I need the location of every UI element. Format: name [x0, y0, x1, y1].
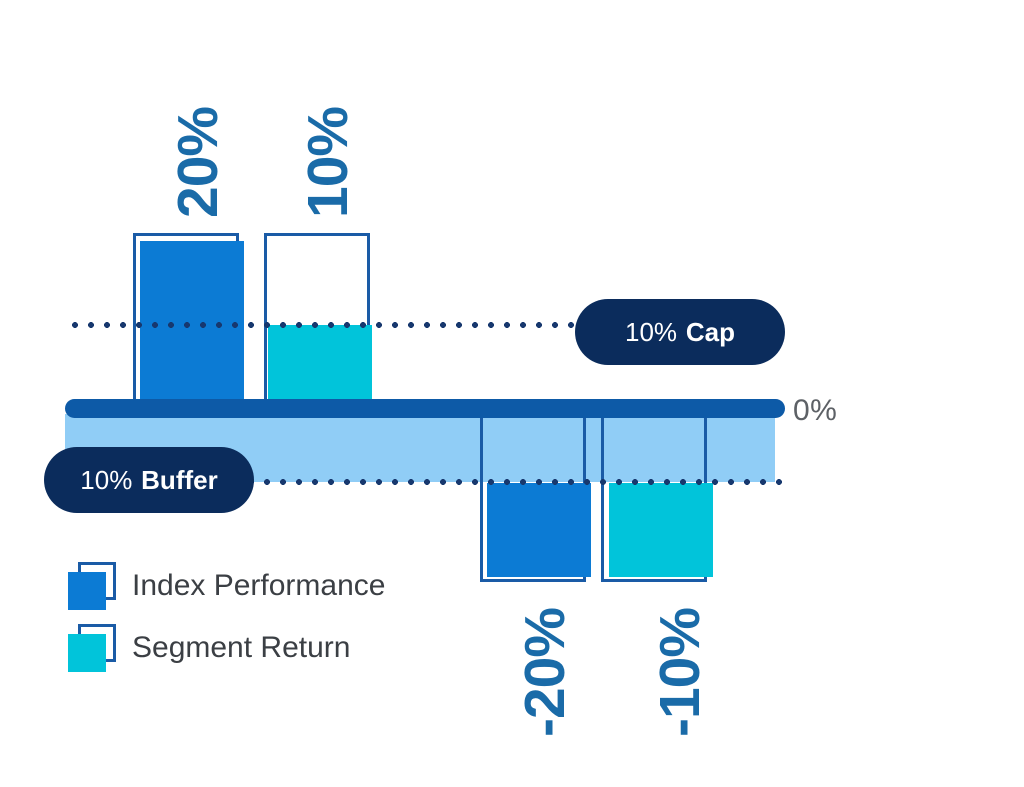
- bar-value-label-3: -20%: [513, 607, 577, 737]
- cap-pill-value: 10%: [625, 316, 678, 347]
- legend-item-index-performance: Index Performance: [68, 560, 385, 612]
- buffer-pill-value: 10%: [80, 464, 133, 495]
- legend-swatch-fill: [68, 572, 106, 610]
- legend-swatch-segment-return: [68, 624, 116, 672]
- legend-label-segment-return: Segment Return: [132, 631, 351, 664]
- buffer-pill-word: Buffer: [141, 464, 218, 495]
- bar-value-label-2: 10%: [296, 106, 360, 218]
- bar-value-label-4: -10%: [648, 607, 712, 737]
- cap-pill: 10% Cap: [575, 299, 785, 365]
- legend-label-index-performance: Index Performance: [132, 569, 386, 602]
- cap-pill-word: Cap: [685, 316, 735, 347]
- chart-legend: Index Performance Segment Return: [68, 560, 385, 684]
- zero-axis-label: 0%: [793, 394, 838, 427]
- cap-dotted-line: [67, 322, 697, 328]
- bar-value-label-1: 20%: [166, 106, 230, 218]
- buffer-pill: 10% Buffer: [44, 447, 254, 513]
- legend-swatch-fill: [68, 634, 106, 672]
- bar-fill-segment-4: [609, 483, 713, 577]
- buffer-dotted-line: [67, 479, 785, 485]
- legend-swatch-index-performance: [68, 562, 116, 610]
- bar-fill-segment-2: [268, 325, 372, 407]
- bar-fill-index-3: [487, 483, 591, 577]
- legend-item-segment-return: Segment Return: [68, 622, 385, 674]
- zero-axis-line: [65, 399, 785, 418]
